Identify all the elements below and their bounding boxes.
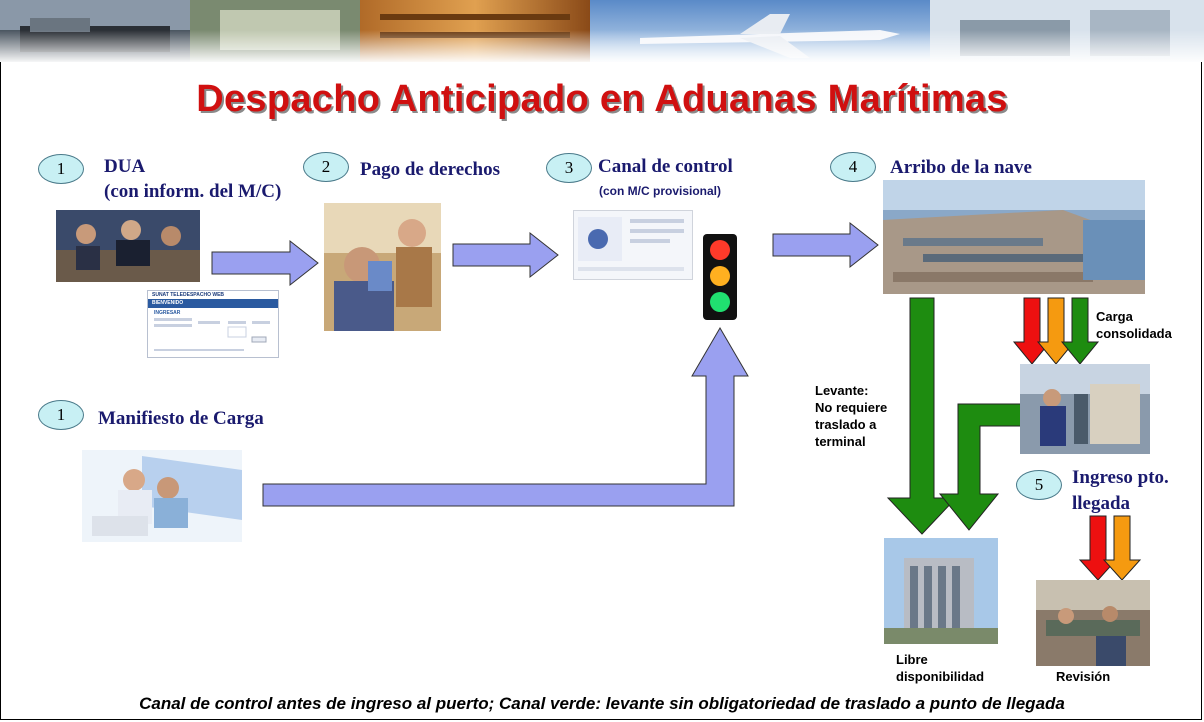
manifiesto-photo bbox=[82, 450, 242, 542]
arribo-port-photo bbox=[883, 180, 1145, 294]
revision-note: Revisión bbox=[1056, 669, 1111, 684]
revision-photo bbox=[1036, 580, 1150, 666]
carga-note-line1: Carga bbox=[1096, 309, 1133, 324]
step-badge-dua: 1 bbox=[38, 154, 84, 184]
consolidada-photo bbox=[1020, 364, 1150, 454]
carga-note-line2: consolidada bbox=[1096, 326, 1172, 341]
flow-arrow-manifiesto-to-canal bbox=[262, 327, 749, 507]
teledespacho-section: INGRESAR bbox=[154, 310, 181, 316]
manifiesto-label: Manifiesto de Carga bbox=[98, 408, 264, 429]
arribo-label: Arribo de la nave bbox=[890, 157, 1032, 178]
levante-note-line3: traslado a bbox=[815, 417, 877, 432]
orange-arrow-consolidada bbox=[1036, 297, 1076, 365]
libre-note-line1: Libre bbox=[896, 652, 928, 667]
dua-label: DUA bbox=[104, 156, 146, 177]
red-arrow-ingreso bbox=[1078, 515, 1118, 581]
step-badge-pago: 2 bbox=[303, 152, 349, 182]
header-banner bbox=[0, 0, 1204, 62]
teledespacho-welcome: BIENVENIDO bbox=[152, 300, 184, 306]
libre-building-photo bbox=[884, 538, 998, 644]
flow-arrow-pago-to-canal bbox=[452, 231, 559, 279]
step-badge-arribo: 4 bbox=[830, 152, 876, 182]
ingreso-label: Ingreso pto. bbox=[1072, 467, 1169, 488]
levante-note-line1: Levante: bbox=[815, 383, 869, 398]
green-arrow-consolidada bbox=[1060, 297, 1100, 365]
levante-note-line4: terminal bbox=[815, 434, 866, 449]
orange-arrow-ingreso bbox=[1102, 515, 1142, 581]
ingreso-sublabel: llegada bbox=[1072, 493, 1131, 514]
canal-screen-photo bbox=[573, 210, 693, 280]
red-arrow-consolidada bbox=[1012, 297, 1052, 365]
step-badge-ingreso: 5 bbox=[1016, 470, 1062, 500]
green-arrow-levante bbox=[886, 297, 958, 535]
canal-label: Canal de control bbox=[598, 156, 733, 177]
libre-note-line2: disponibilidad bbox=[896, 669, 985, 684]
levante-note-line2: No requiere bbox=[815, 400, 888, 415]
footer-caption: Canal de control antes de ingreso al pue… bbox=[139, 694, 1065, 713]
dua-photo bbox=[56, 210, 200, 282]
dua-sublabel: (con inform. del M/C) bbox=[104, 181, 282, 202]
step-badge-manifiesto: 1 bbox=[38, 400, 84, 430]
page-title: Despacho Anticipado en Aduanas Marítimas bbox=[196, 78, 1008, 120]
pago-label: Pago de derechos bbox=[360, 159, 501, 180]
canal-sublabel: (con M/C provisional) bbox=[599, 184, 722, 198]
flow-arrow-canal-to-arribo bbox=[772, 221, 879, 269]
pago-photo bbox=[324, 203, 441, 331]
step-badge-canal: 3 bbox=[546, 153, 592, 183]
green-arrow-consolidada-to-libre bbox=[938, 403, 1023, 531]
traffic-light bbox=[697, 234, 743, 324]
teledespacho-screenshot: SUNAT TELEDESPACHO WEB BIENVENIDO INGRES… bbox=[147, 290, 279, 358]
flow-arrow-dua-to-pago bbox=[211, 239, 319, 287]
teledespacho-brand: SUNAT TELEDESPACHO WEB bbox=[152, 292, 225, 298]
